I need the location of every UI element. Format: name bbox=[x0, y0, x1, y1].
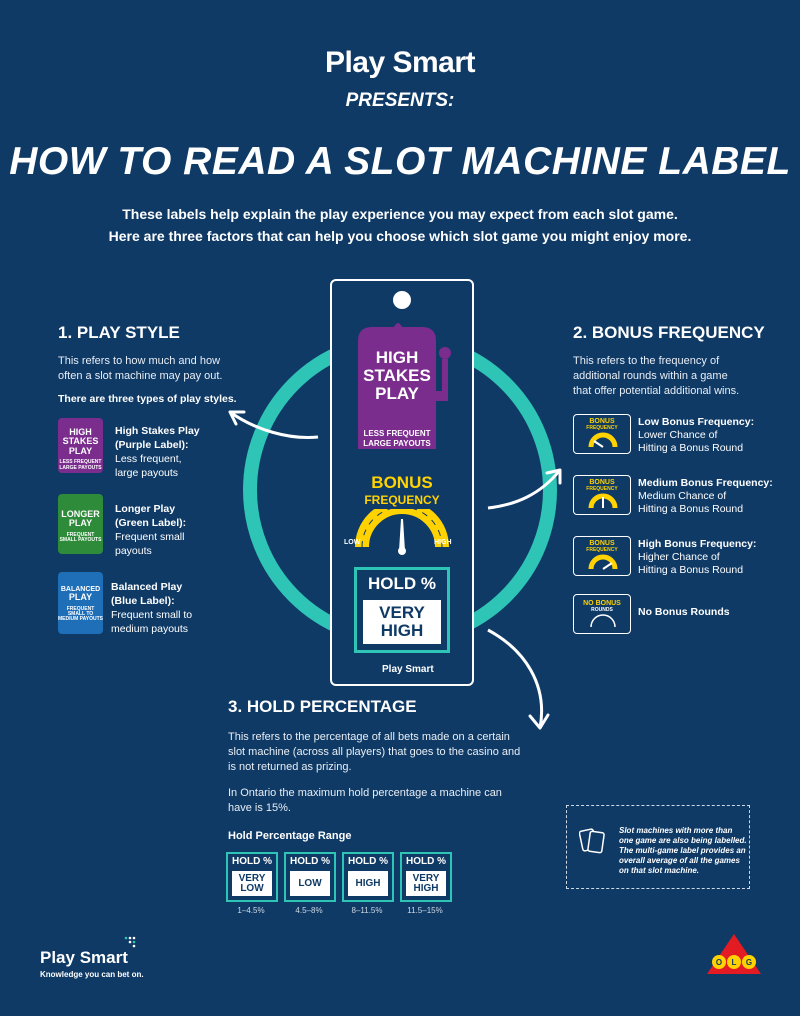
center-hold-value: VERY HIGH bbox=[363, 600, 441, 644]
purple-slot-icon bbox=[358, 323, 451, 449]
hold-range-heading: Hold Percentage Range bbox=[228, 830, 352, 842]
page-title: HOW TO READ A SLOT MACHINE LABEL bbox=[9, 140, 791, 183]
longer-play-label-icon: LONGER PLAY FREQUENT SMALL PAYOUTS bbox=[58, 494, 103, 554]
presents-label: PRESENTS: bbox=[345, 90, 455, 111]
logo-dots-icon bbox=[124, 935, 136, 948]
play-smart-logo: Play Smart bbox=[324, 46, 476, 79]
arrow-to-bonus bbox=[487, 469, 562, 510]
olg-letter-o: O bbox=[716, 958, 722, 967]
range-high: 8–11.5% bbox=[351, 906, 383, 915]
center-hold-heading: HOLD % bbox=[368, 574, 436, 593]
no-bonus-text: No Bonus Rounds bbox=[638, 606, 730, 618]
intro-line-1: These labels help explain the play exper… bbox=[122, 206, 678, 222]
center-play-style-sub: LESS FREQUENT LARGE PAYOUTS bbox=[363, 429, 431, 448]
balanced-play-description: Balanced Play(Blue Label): Frequent smal… bbox=[111, 581, 193, 635]
bonus-gauge-icon bbox=[355, 509, 449, 555]
center-bonus-title: BONUS bbox=[371, 473, 433, 492]
gauge-low-label: LOW bbox=[344, 539, 361, 546]
center-slot-label: HIGH STAKES PLAY LESS FREQUENT LARGE PAY… bbox=[330, 279, 474, 686]
olg-letter-l: L bbox=[732, 958, 737, 967]
range-low: 4.5–8% bbox=[295, 906, 323, 915]
high-stakes-description: High Stakes Play(Purple Label): Less fre… bbox=[115, 425, 200, 479]
play-style-heading: 1. PLAY STYLE bbox=[58, 323, 180, 342]
olg-letter-g: G bbox=[746, 958, 752, 967]
hold-percentage-description: This refers to the percentage of all bet… bbox=[228, 731, 521, 773]
low-gauge-icon bbox=[588, 432, 618, 448]
center-hold-box: HOLD % VERY HIGH bbox=[354, 567, 450, 653]
hold-low-badge: HOLD % LOW bbox=[284, 852, 336, 902]
center-bonus-sub: FREQUENCY bbox=[364, 493, 440, 507]
play-style-types-intro: There are three types of play styles. bbox=[58, 393, 237, 405]
hold-high-badge: HOLD % HIGH bbox=[342, 852, 394, 902]
intro-line-2: Here are three factors that can help you… bbox=[108, 228, 692, 244]
center-label-footer-logo: Play Smart bbox=[382, 664, 434, 675]
hold-percentage-heading: 3. HOLD PERCENTAGE bbox=[228, 697, 417, 716]
arrow-head-play-style bbox=[228, 410, 246, 426]
cards-icon bbox=[579, 828, 605, 854]
high-gauge-icon bbox=[588, 554, 618, 570]
gauge-high-label: HIGH bbox=[434, 539, 452, 546]
arrow-to-hold bbox=[487, 628, 543, 729]
arrow-head-bonus bbox=[545, 468, 562, 485]
arrow-to-play-style bbox=[229, 410, 319, 440]
bonus-frequency-heading: 2. BONUS FREQUENCY bbox=[573, 323, 765, 342]
longer-play-description: Longer Play(Green Label): Frequent small… bbox=[115, 503, 187, 557]
arrow-head-hold bbox=[528, 713, 550, 730]
balanced-play-label-icon: BALANCED PLAY FREQUENT SMALL TO MEDIUM P… bbox=[58, 572, 103, 634]
empty-gauge-icon bbox=[590, 614, 616, 628]
range-very-high: 11.5–15% bbox=[407, 906, 443, 915]
range-very-low: 1–4.5% bbox=[237, 906, 265, 915]
footer-tagline: Knowledge you can bet on. bbox=[40, 970, 144, 979]
medium-gauge-icon bbox=[588, 493, 618, 509]
hold-percentage-ontario-note: In Ontario the maximum hold percentage a… bbox=[228, 787, 502, 814]
center-play-style-text: HIGH STAKES PLAY bbox=[363, 348, 431, 403]
label-hole bbox=[393, 291, 411, 309]
olg-logo: O L G bbox=[707, 934, 761, 974]
footer-play-smart-logo: Play Smart bbox=[40, 948, 128, 967]
high-stakes-label-icon: HIGH STAKES PLAY LESS FREQUENT LARGE PAY… bbox=[58, 418, 103, 473]
